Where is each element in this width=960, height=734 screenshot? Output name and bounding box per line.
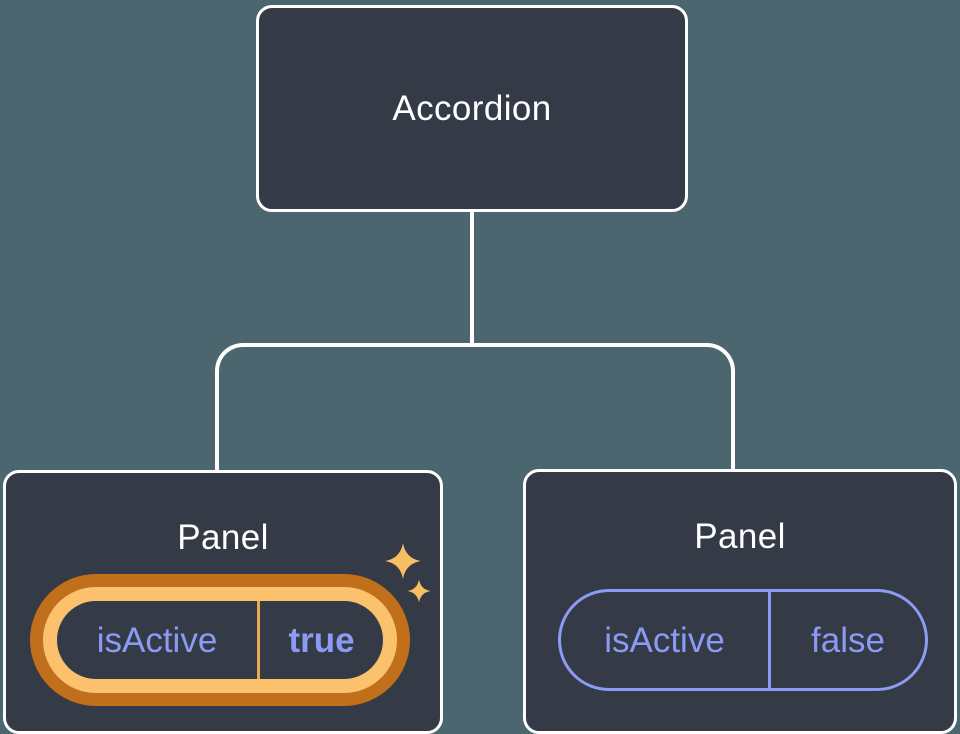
connector-stem [470,211,474,345]
prop-pill-active-ring: isActive true [43,587,397,693]
sparkles-icon [385,543,431,603]
prop-pill-active: isActive true [30,574,410,706]
accordion-label: Accordion [392,88,552,128]
panel-title: Panel [694,517,786,556]
pill-divider [768,592,771,688]
prop-value-label: true [288,620,355,660]
accordion-node: Accordion [256,5,688,212]
prop-name-label: isActive [604,620,725,660]
panel-node-inactive: Panel isActive false [523,469,957,734]
panel-node-active: Panel isActive true [3,470,443,734]
panel-title: Panel [177,518,269,557]
prop-value-label: false [811,620,885,660]
pill-divider [257,601,260,679]
prop-name-label: isActive [96,620,218,660]
connector-bracket [215,343,735,470]
prop-pill-inactive: isActive false [558,589,928,691]
prop-pill-active-core: isActive true [57,601,383,679]
